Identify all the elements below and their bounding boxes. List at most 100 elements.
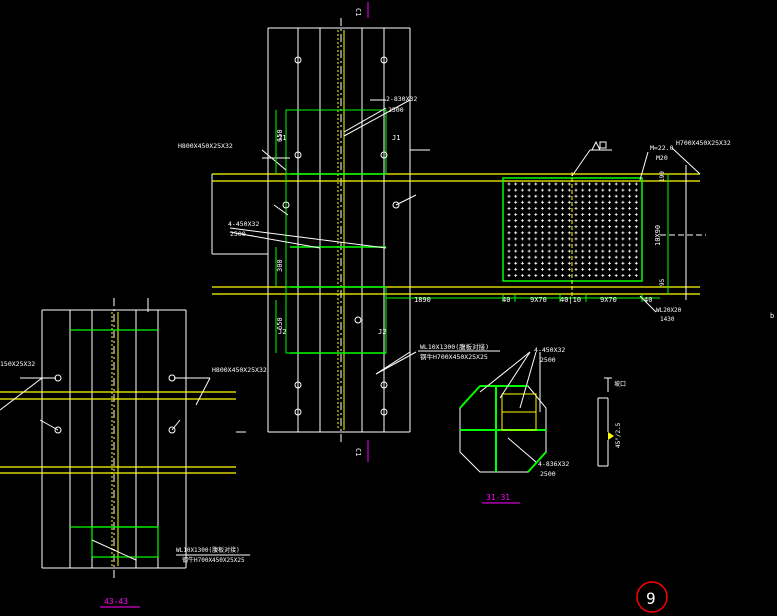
bolt-mark (507, 261, 511, 265)
stiff-top-note: 2-830X32 (386, 95, 417, 103)
bolt-mark (567, 194, 571, 198)
bolt-mark (634, 200, 638, 204)
bolt-mark (527, 225, 531, 229)
bolt-mark (581, 182, 585, 186)
bolt-mark (567, 231, 571, 235)
bolt-mark (608, 231, 611, 235)
bolt-mark (514, 231, 518, 235)
bolt-mark (574, 213, 578, 216)
bolt-mark (587, 188, 591, 192)
bolt-mark (520, 243, 524, 247)
bolt-mark (541, 219, 544, 223)
bolt-mark (514, 194, 518, 198)
bolt-mark (507, 200, 511, 204)
bolt-mark (534, 274, 538, 277)
bolt-mark (547, 225, 551, 229)
dim-40-b: 40|10 (560, 296, 581, 304)
bolt-mark (601, 213, 605, 216)
bolt-mark (527, 188, 531, 192)
bolt-mark (634, 261, 638, 265)
bolt-mark (594, 261, 598, 265)
bolt-mark (621, 255, 625, 259)
bolt-mark (561, 213, 565, 216)
bolt-mark (614, 219, 618, 223)
bolt-mark (601, 261, 605, 265)
bottom-axis-label: C1 (354, 448, 362, 456)
bolt-mark (534, 219, 538, 223)
bolt-mark (621, 194, 625, 198)
bolt-mark (520, 249, 524, 253)
bolt-mark (608, 237, 611, 241)
plate-left-sub: 2500 (230, 230, 246, 238)
bolt-mark (587, 255, 591, 259)
bolt-mark (554, 249, 558, 253)
bolt-mark (634, 274, 638, 277)
bolt-mark (594, 206, 598, 210)
bolt-mark (634, 267, 638, 271)
bolt-mark (507, 188, 511, 192)
bolt-mark (614, 237, 618, 241)
bolt-mark (541, 255, 544, 259)
weld-symbols (282, 56, 400, 416)
bolt-mark (574, 249, 578, 253)
bolt-mark (561, 261, 565, 265)
bolt-mark (567, 255, 571, 259)
bolt-mark (547, 213, 551, 216)
bolt-mark (594, 225, 598, 229)
dim-650-bot: 650 (276, 317, 284, 330)
bolt-mark (554, 213, 558, 216)
bolt-mark (534, 213, 538, 216)
bolt-mark (594, 188, 598, 192)
bolt-mark (507, 267, 511, 271)
bolt-mark (534, 225, 538, 229)
bolt-mark (594, 194, 598, 198)
bolt-mark (634, 255, 638, 259)
bolt-mark (541, 188, 544, 192)
bolt-mark (527, 219, 531, 223)
bolt-mark (574, 237, 578, 241)
bolt-mark (587, 231, 591, 235)
bolt-mark (534, 237, 538, 241)
bolt-mark (554, 200, 558, 204)
bolt-mark (554, 237, 558, 241)
bolt-mark (581, 255, 585, 259)
bolt-mark (507, 225, 511, 229)
bolt-mark (634, 219, 638, 223)
bolt-mark (507, 255, 511, 259)
sheet-number-circle (636, 581, 668, 613)
bolt-mark (534, 188, 538, 192)
bolt-mark (621, 243, 625, 247)
bolt-mark (534, 206, 538, 210)
bolt-mark (520, 194, 524, 198)
bolt-mark (547, 200, 551, 204)
bolt-mark (514, 261, 518, 265)
bolt-mark (567, 237, 571, 241)
bolt-mark (547, 206, 551, 210)
main-column (267, 27, 411, 433)
bolt-mark (628, 261, 632, 265)
section-43-welds (20, 374, 246, 434)
bolt-mark (614, 182, 618, 186)
bolt-mark (514, 182, 518, 186)
sheet-number: 9 (646, 589, 656, 608)
bolt-mark (547, 194, 551, 198)
section-31-label: 31-31 (486, 493, 510, 502)
bolt-mark (507, 231, 511, 235)
bolt-mark (561, 237, 565, 241)
bolt-mark (541, 206, 544, 210)
bolt-mark (594, 213, 598, 216)
bolt-mark (628, 243, 632, 247)
bolt-mark (520, 255, 524, 259)
bolt-mark (621, 249, 625, 253)
bolt-note-leader (639, 151, 649, 181)
bolt-mark (547, 243, 551, 247)
bolt-mark (534, 255, 538, 259)
bolt-mark (614, 249, 618, 253)
bolt-mark (601, 249, 605, 253)
bolt-mark (587, 182, 591, 186)
weld-mid-right: J2 (378, 328, 386, 336)
bolt-mark (601, 182, 605, 186)
bolt-mark (527, 182, 531, 186)
bolt-mark (608, 243, 611, 247)
